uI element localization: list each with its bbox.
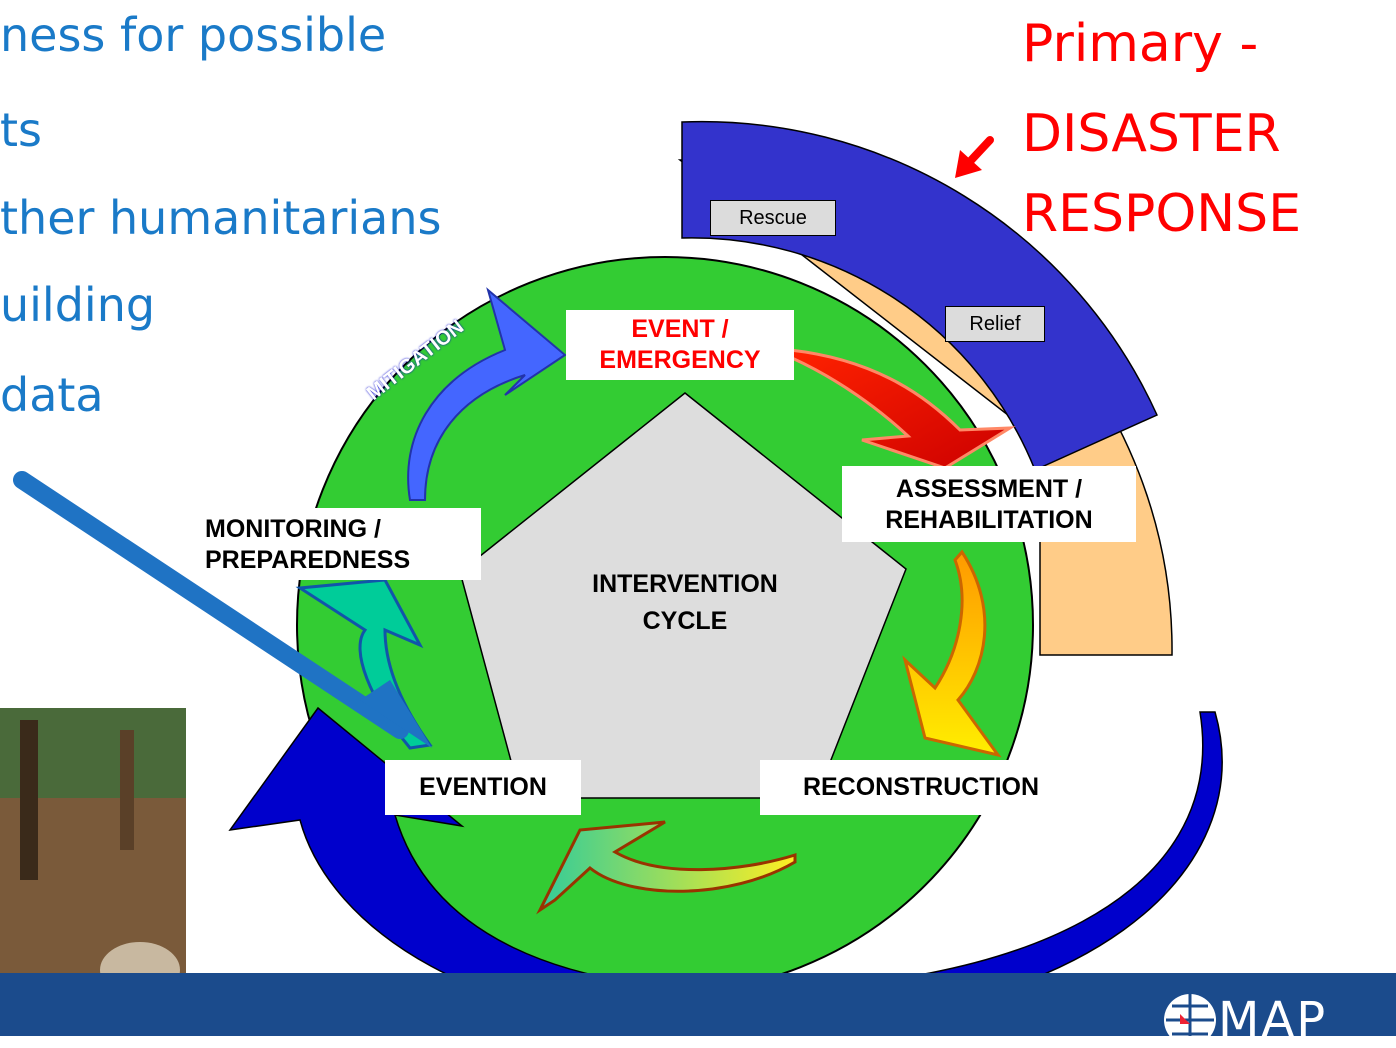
orange-curved-arrow-icon: [902, 549, 1002, 758]
bullet-line-1: ness for possible: [0, 8, 387, 62]
red-pointer-arrowhead-icon: [955, 150, 982, 178]
stage-event-line-1: EVENT /: [631, 315, 729, 343]
mitigation-arrow-icon: [407, 287, 567, 501]
stage-event-line-2: EMERGENCY: [599, 346, 761, 374]
blue-pointer-arrow-icon: [13, 471, 409, 739]
center-label-line-2: CYCLE: [642, 607, 728, 635]
relief-box: Relief: [945, 306, 1045, 342]
pointer-arrowhead-icon: [360, 680, 432, 748]
rescue-box: Rescue: [710, 200, 836, 236]
stage-assessment-line-1: ASSESSMENT /: [895, 475, 1083, 503]
footer-bar: [0, 973, 1396, 1036]
primary-label-line-3: RESPONSE: [1022, 184, 1302, 244]
stage-assessment-line-2: REHABILITATION: [885, 506, 1093, 534]
bullet-line-2: ts: [0, 103, 43, 157]
stage-prevention: EVENTION: [385, 760, 581, 815]
stage-reconstruction: RECONSTRUCTION: [760, 760, 1082, 815]
logo-text: MAP: [1218, 992, 1328, 1048]
stage-monitoring-line-2: PREPAREDNESS: [205, 546, 411, 574]
center-label: INTERVENTION CYCLE: [560, 566, 810, 640]
stage-event: EVENT / EMERGENCY: [566, 310, 794, 380]
red-curved-arrow-icon: [788, 348, 1016, 470]
bullet-line-5: data: [0, 368, 104, 422]
stage-monitoring: MONITORING / PREPAREDNESS: [193, 508, 481, 580]
stage-assessment: ASSESSMENT / REHABILITATION: [842, 466, 1136, 542]
bullet-line-3: ther humanitarians: [0, 191, 442, 245]
stage-monitoring-line-1: MONITORING /: [205, 515, 381, 543]
logo-globe-icon: [1164, 994, 1216, 1036]
primary-label-line-1: Primary -: [1022, 14, 1259, 74]
primary-label-line-2: DISASTER: [1022, 104, 1281, 164]
bottom-curved-arrow-icon: [536, 820, 797, 915]
bullet-line-4: uilding: [0, 278, 156, 332]
center-label-line-1: INTERVENTION: [592, 570, 778, 598]
